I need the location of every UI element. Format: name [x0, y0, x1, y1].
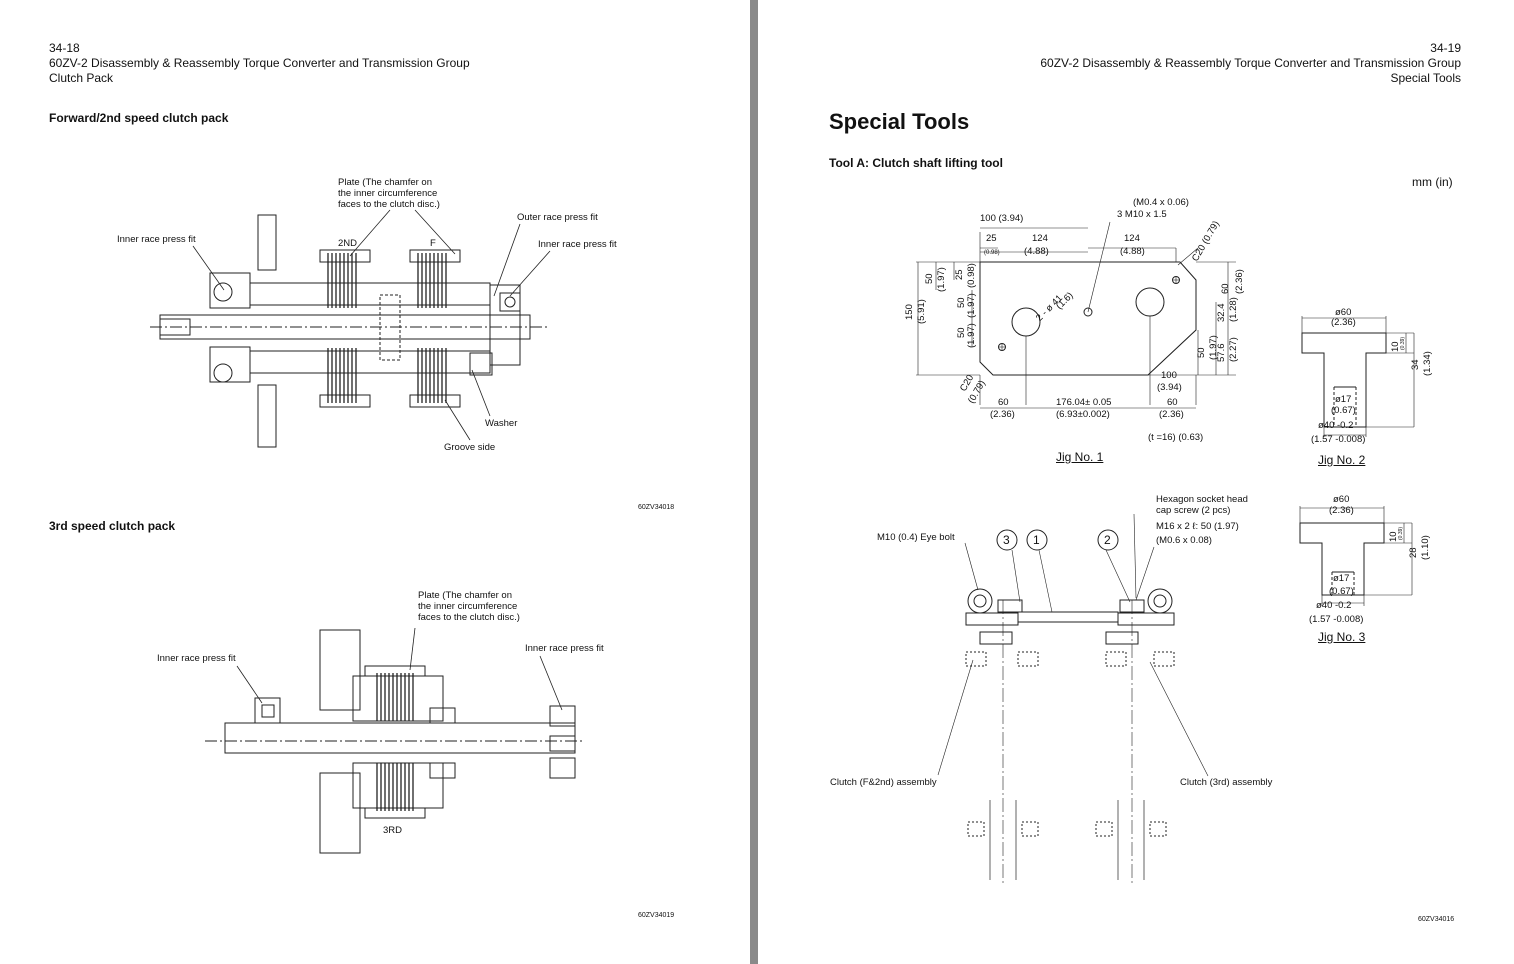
fig1-plate-note-2: the inner circumference [338, 188, 438, 199]
jig1-dim-m10: 3 M10 x 1.5 [1117, 209, 1167, 220]
manual-title-right: 60ZV-2 Disassembly & Reassembly Torque C… [1040, 56, 1461, 70]
assembly-label-hex-screw-1: Hexagon socket head [1156, 494, 1248, 505]
assembly-label-eye-bolt: M10 (0.4) Eye bolt [877, 532, 955, 543]
section-title-right: Special Tools [1390, 71, 1462, 85]
jig2-dim-60: ø60 [1335, 307, 1352, 318]
page-number-left: 34-18 [49, 41, 80, 55]
tool-a-heading: Tool A: Clutch shaft lifting tool [829, 156, 1003, 170]
callout-1: 1 [1033, 533, 1040, 547]
right-page: 34-19 60ZV-2 Disassembly & Reassembly To… [758, 0, 1514, 964]
fig2-heading: 3rd speed clutch pack [49, 519, 176, 533]
assembly-label-m16: M16 x 2 ℓ: 50 (1.97) [1156, 521, 1239, 532]
fig1-plate-note-1: Plate (The chamfer on [338, 177, 432, 188]
jig1-dim-236b: (2.36) [1159, 409, 1184, 420]
jig3-dim-40: ø40 -0.2 [1316, 600, 1352, 611]
jig3-caption: Jig No. 3 [1318, 630, 1366, 644]
fig2-label-inner-race-left: Inner race press fit [157, 653, 236, 664]
fig1-heading: Forward/2nd speed clutch pack [49, 111, 229, 125]
jig3-dim-157: (1.57 -0.008) [1309, 614, 1364, 625]
assembly-drawing [758, 0, 1514, 964]
jig2-caption: Jig No. 2 [1318, 453, 1366, 467]
assembly-label-hex-screw-2: cap screw (2 pcs) [1156, 505, 1231, 516]
jig2-dim-236: (2.36) [1331, 317, 1356, 328]
jig1-caption: Jig No. 1 [1056, 450, 1104, 464]
jig1-dim-17604: 176.04± 0.05 [1056, 397, 1112, 408]
jig1-dim-236a: (2.36) [990, 409, 1015, 420]
section-title-left: Clutch Pack [49, 71, 114, 85]
fig2-clutch-pack-drawing [205, 628, 585, 858]
jig1-dim-098: (0.98) [984, 250, 1000, 256]
jig2-dim-157: (1.57 -0.008) [1311, 434, 1366, 445]
page-gutter [750, 0, 758, 964]
jig2-dim-40: ø40 -0.2 [1318, 420, 1354, 431]
jig2-drawing [758, 0, 1514, 964]
fig1-label-inner-race-left: Inner race press fit [117, 234, 196, 245]
fig1-label-inner-race-right: Inner race press fit [538, 239, 617, 250]
jig1-dim-thickness: (t =16) (0.63) [1148, 432, 1204, 443]
jig3-dim-17: ø17 [1333, 573, 1350, 584]
fig1-code: 60ZV34018 [638, 504, 675, 511]
fig1-label-2nd: 2ND [338, 238, 358, 249]
jig1-dim-693: (6.93±0.002) [1056, 409, 1110, 420]
callout-3: 3 [1003, 533, 1010, 547]
fig2-label-inner-race-right: Inner race press fit [525, 643, 604, 654]
jig1-dim-488a: (4.88) [1024, 246, 1049, 257]
jig3-dim-067: (0.67) [1329, 586, 1354, 597]
fig1-label-washer: Washer [485, 418, 518, 429]
fig1-label-forward: F [430, 238, 436, 249]
jig2-dim-067: (0.67) [1331, 405, 1356, 416]
fig1-leader-lines [0, 0, 750, 964]
jig3-drawing [758, 0, 1514, 964]
jig1-drawing [758, 0, 1514, 964]
jig3-dim-60: ø60 [1333, 494, 1350, 505]
jig1-dim-60a: 60 [998, 397, 1009, 408]
fig1-label-outer-race: Outer race press fit [517, 212, 598, 223]
special-tools-heading: Special Tools [829, 109, 970, 134]
fig1-plate-note-3: faces to the clutch disc.) [338, 199, 440, 210]
jig1-dim-394b: (3.94) [1157, 382, 1182, 393]
jig3-dim-236: (2.36) [1329, 505, 1354, 516]
assembly-label-clutch-f2nd: Clutch (F&2nd) assembly [830, 777, 937, 788]
jig1-dim-100: 100 (3.94) [980, 213, 1024, 224]
right-page-code: 60ZV34016 [1418, 916, 1455, 923]
jig2-dim-17: ø17 [1335, 394, 1352, 405]
manual-title-left: 60ZV-2 Disassembly & Reassembly Torque C… [49, 56, 470, 70]
fig2-plate-note-3: faces to the clutch disc.) [418, 612, 520, 623]
jig1-dim-488b: (4.88) [1120, 246, 1145, 257]
jig1-dim-m04: (M0.4 x 0.06) [1133, 197, 1189, 208]
fig1-clutch-pack-drawing [150, 205, 550, 460]
fig1-label-groove-side: Groove side [444, 442, 496, 453]
assembly-label-m06: (M0.6 x 0.08) [1156, 535, 1212, 546]
fig2-plate-note-1: Plate (The chamfer on [418, 590, 512, 601]
page-number-right: 34-19 [1430, 41, 1461, 55]
jig1-dim-124b: 124 [1124, 233, 1140, 244]
assembly-label-clutch-3rd: Clutch (3rd) assembly [1180, 777, 1273, 788]
jig1-dim-124a: 124 [1032, 233, 1048, 244]
left-page: 34-18 60ZV-2 Disassembly & Reassembly To… [0, 0, 750, 964]
fig2-label-3rd: 3RD [383, 825, 403, 836]
jig1-dim-60b: 60 [1167, 397, 1178, 408]
callout-2: 2 [1104, 533, 1111, 547]
fig2-leader-lines [0, 0, 750, 964]
jig1-dim-25: 25 [986, 233, 997, 244]
jig1-dim-100b: 100 [1161, 370, 1177, 381]
fig2-code: 60ZV34019 [638, 912, 675, 919]
units-note: mm (in) [1412, 175, 1453, 189]
fig2-plate-note-2: the inner circumference [418, 601, 518, 612]
